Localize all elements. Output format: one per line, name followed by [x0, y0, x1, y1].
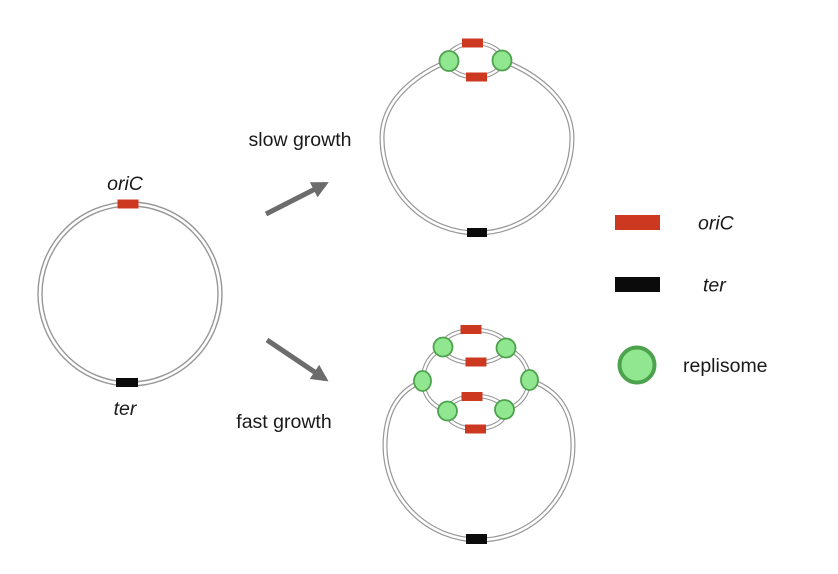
- fast-growth-pathway: fast growth: [236, 337, 332, 433]
- replisome-icon: [432, 336, 454, 358]
- slow-growth-arrow-icon: [264, 181, 329, 217]
- slow-growth-chromosome: [379, 38, 575, 237]
- replisome-icon: [520, 369, 539, 391]
- legend-item-oric: oriC: [615, 213, 735, 235]
- legend-item-replisome: replisome: [617, 345, 768, 385]
- fast-growth-label: fast growth: [236, 411, 331, 433]
- slow-growth-label: slow growth: [249, 129, 352, 151]
- replisome-icon: [413, 370, 432, 392]
- oric-label: oriC: [107, 173, 144, 195]
- ter-marker: [467, 228, 487, 237]
- unreplicated-chromosome: oriC ter: [37, 173, 223, 420]
- fast-growth-chromosome: [382, 325, 576, 544]
- replisome-icon: [437, 400, 458, 422]
- oric-marker: [462, 38, 483, 48]
- replisome-icon: [438, 50, 460, 72]
- chromosome-ring-gap: [38, 202, 222, 386]
- ter-marker: [466, 534, 487, 544]
- oric-marker: [465, 424, 486, 434]
- legend-item-ter: ter: [615, 275, 727, 297]
- replisome-marker-icon: [617, 345, 657, 385]
- ter-marker: [116, 378, 138, 387]
- legend-replisome-label: replisome: [683, 355, 768, 377]
- oric-marker: [466, 72, 487, 82]
- oric-marker: [465, 357, 487, 367]
- terminus-marker-icon: [615, 277, 660, 292]
- oric-marker: [460, 325, 482, 334]
- oric-marker: [117, 199, 139, 209]
- replisome-icon: [491, 49, 513, 72]
- oric-marker: [461, 392, 483, 401]
- legend: oriC ter replisome: [615, 213, 768, 385]
- legend-oric-label: oriC: [698, 213, 735, 235]
- replisome-icon: [494, 399, 515, 420]
- fast-growth-arrow-icon: [265, 337, 329, 382]
- ter-label: ter: [114, 398, 138, 420]
- replisome-icon: [495, 337, 517, 359]
- legend-ter-label: ter: [703, 275, 727, 297]
- slow-growth-pathway: slow growth: [249, 129, 352, 217]
- origin-marker-icon: [615, 215, 660, 230]
